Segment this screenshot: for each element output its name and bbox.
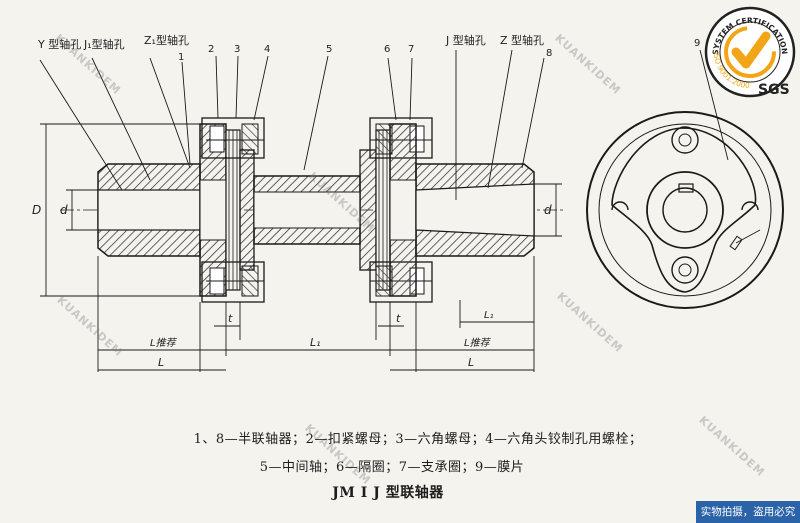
dimension-lines [39,49,562,372]
dim-L-left: L [158,356,164,369]
label-7: 7 [408,44,414,55]
label-z-bore-right: Z 型轴孔 [500,33,544,47]
left-membrane-pack [201,117,265,303]
labels: Y 型轴孔 J₁型轴孔 Z₁型轴孔 1 2 3 4 5 6 7 J 型轴孔 Z … [32,33,700,369]
dim-L-rec-left: L推荐 [150,337,178,349]
label-1: 1 [178,52,184,63]
left-half-coupling [97,123,227,297]
label-9: 9 [694,38,700,49]
dim-L1-small: L₁ [484,310,494,321]
dim-t-left: t [228,312,233,325]
legend-line-1: 1、8—半联轴器；2—扣紧螺母；3—六角螺母；4—六角头铰制孔用螺栓； [193,432,643,447]
dim-L1: L₁ [310,336,321,349]
dim-L-rec-right: L推荐 [464,337,492,349]
right-half-coupling [389,123,535,297]
dim-d-left: d [60,203,68,217]
label-2: 2 [208,44,214,55]
intermediate-shaft [239,149,377,271]
label-j-bore-right: J 型轴孔 [445,33,486,47]
check-icon [731,31,771,69]
dim-t-right: t [396,312,401,325]
label-8: 8 [546,48,552,59]
dim-d-right: d [544,203,552,217]
badge-sgs-text: SGS [758,82,790,98]
label-j1-bore: J₁型轴孔 [83,37,125,51]
label-3: 3 [234,44,240,55]
label-4: 4 [264,44,270,55]
label-5: 5 [326,44,332,55]
certification-badge: SYSTEM CERTIFICATION ISO 9001:2000 SGS [704,6,796,98]
legend-line-2: 5—中间轴；6—隔圈；7—支承圈；9—膜片 [259,460,525,475]
footer-copyright: 实物拍摄，盗用必究 [696,501,800,523]
dim-L-right: L [468,356,474,369]
label-6: 6 [384,44,390,55]
figure-caption: JM Ⅰ J 型联轴器 [332,485,444,501]
right-membrane-pack [369,117,433,303]
label-y-bore: Y 型轴孔 [37,37,81,51]
label-z1-bore: Z₁型轴孔 [144,33,189,47]
dim-D: D [32,203,41,217]
end-view [586,49,784,309]
